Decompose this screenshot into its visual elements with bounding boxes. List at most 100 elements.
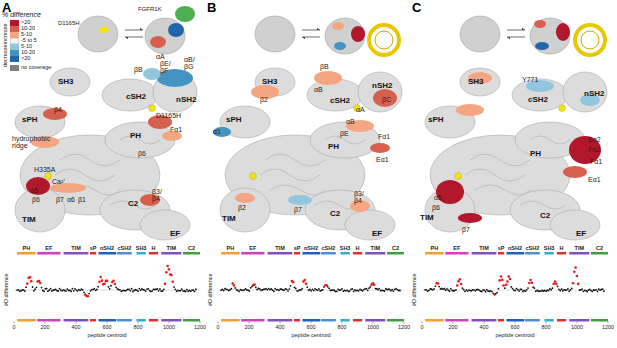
text-label: decrease [2, 45, 8, 68]
domain-bar [340, 252, 349, 255]
zero-line [422, 290, 608, 291]
data-point [529, 279, 532, 282]
text-label: cSH2 [117, 246, 131, 252]
data-point [351, 288, 353, 290]
data-point [249, 290, 251, 292]
data-point [309, 289, 311, 291]
text-label: β7 [462, 226, 470, 233]
legend-swatch [10, 65, 19, 71]
domain-label: C2 [540, 212, 550, 220]
text-label: TIM [479, 246, 488, 252]
text-label: Fα1 [378, 133, 390, 140]
data-point [35, 286, 37, 288]
data-point [39, 282, 42, 285]
data-point [151, 290, 153, 292]
data-point [317, 289, 319, 291]
data-point [33, 290, 35, 292]
domain-bar [321, 252, 336, 255]
domain-bar [353, 319, 362, 322]
data-point [48, 289, 50, 291]
domain-bar [117, 252, 132, 255]
data-point [303, 279, 306, 282]
data-point [491, 291, 493, 293]
data-point [131, 288, 133, 290]
data-point [108, 286, 110, 288]
data-point [156, 288, 158, 290]
data-point [174, 288, 176, 290]
data-point [24, 290, 26, 292]
text-label: C2 [392, 246, 399, 252]
data-point [97, 286, 99, 288]
data-point [528, 282, 531, 285]
data-point [233, 284, 236, 287]
text-label: TIM [371, 246, 380, 252]
text-label: βE/ βF [160, 60, 180, 74]
domain-bar [353, 252, 362, 255]
panel-letter: C [412, 1, 421, 14]
data-point [318, 288, 320, 290]
data-point [322, 289, 324, 291]
domain-bar [591, 252, 608, 255]
text-label: 600 [102, 325, 111, 331]
data-point [349, 290, 351, 292]
data-point [557, 285, 559, 287]
legend-swatch [10, 56, 19, 62]
data-point [576, 275, 579, 278]
domain-bar [221, 252, 240, 255]
domain-bar [544, 319, 553, 322]
data-point [559, 290, 561, 292]
text-label: C2 [596, 246, 603, 252]
text-label: β7 [56, 196, 64, 203]
text-label: sP [90, 246, 97, 252]
domain-bar [425, 319, 444, 322]
domain-bar [557, 319, 566, 322]
data-point [554, 280, 557, 283]
tick [138, 322, 139, 324]
tick [453, 322, 454, 324]
data-point [300, 289, 302, 291]
tick [546, 322, 547, 324]
text-label: 400 [479, 325, 488, 331]
legend-swatch [10, 38, 19, 44]
data-point [274, 288, 276, 290]
legend-row: 10-20 [10, 50, 51, 56]
domain-label: C2 [128, 200, 138, 208]
data-point [393, 290, 395, 292]
data-point [288, 288, 290, 290]
domain-label: SH3 [468, 78, 484, 86]
data-point [481, 291, 483, 293]
tick [484, 322, 485, 324]
data-point [368, 287, 370, 289]
data-point [602, 288, 604, 290]
data-point [550, 289, 552, 291]
text-label: PH [431, 246, 439, 252]
text-label: hydrophobic ridge [12, 135, 56, 149]
text-label: Eα1 [588, 176, 601, 183]
data-point [99, 276, 102, 279]
data-point [498, 288, 500, 290]
tick [14, 322, 15, 324]
text-label: PH [23, 246, 31, 252]
text-label: β2 [238, 204, 246, 211]
text-label: C2 [188, 246, 195, 252]
domain-bar [569, 319, 589, 322]
data-point [531, 282, 534, 285]
data-point [505, 284, 508, 287]
data-point [437, 282, 440, 285]
data-point [571, 288, 573, 290]
text-label: αA [156, 53, 165, 60]
data-point [310, 290, 312, 292]
data-point [57, 290, 59, 292]
data-point [90, 290, 92, 292]
text-label: #D difference [207, 274, 213, 307]
text-label: TIM [167, 246, 176, 252]
domain-label: EF [372, 230, 382, 238]
data-point [389, 288, 391, 290]
data-point [46, 288, 48, 290]
tick [311, 322, 312, 324]
text-label: 1000 [367, 325, 379, 331]
data-point [234, 287, 236, 289]
data-point [561, 288, 563, 290]
data-point [165, 271, 168, 274]
text-label: βB [320, 63, 329, 70]
